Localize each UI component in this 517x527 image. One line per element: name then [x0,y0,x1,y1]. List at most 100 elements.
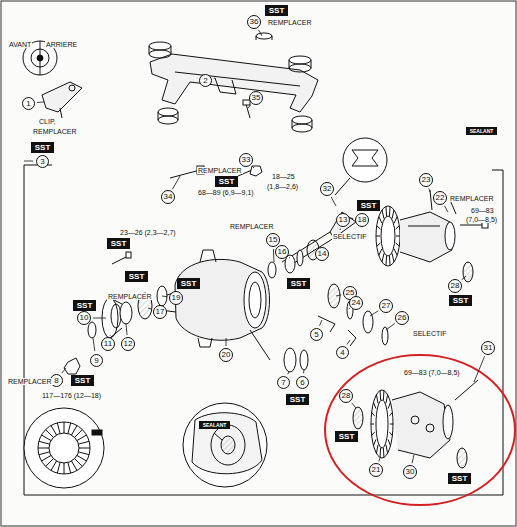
leader-lines-stroke [172,176,180,189]
spline-inset-stroke-stroke [72,425,78,435]
ring-gear-upper-stroke-stroke [396,243,400,246]
drive-pinion-stroke [297,250,303,266]
leader-lines-stroke [289,257,291,259]
housing-inset-stroke [221,436,235,454]
tool-tag: SST [215,176,238,187]
differential-case-stroke-stroke [388,402,391,408]
mount-bushing-stroke [256,33,272,39]
callout-number: 32 [320,182,334,196]
spline-inset-stroke-stroke [46,459,54,467]
mounting-bracket-stroke [60,108,62,118]
tool-tag: SST [265,5,288,16]
bolt-stroke [170,170,200,178]
differential-case-stroke-stroke [371,432,374,435]
callout-number: 9 [90,354,103,367]
part-label: 21 [372,466,381,474]
spline-inset-stroke-stroke [41,456,51,462]
leader-lines-stroke [93,338,95,351]
part-label: 4 [340,349,344,357]
leader-lines-stroke [350,218,353,220]
part-label: SST [361,202,377,210]
differential-housing-stroke [244,272,266,328]
part-label: SST [77,302,93,310]
annotation: REMPLACER [32,128,78,135]
leader-lines-stroke [352,403,356,408]
annotation: REMPLACER [197,167,243,174]
part-label: 33 [242,156,251,164]
part-label: 22 [436,194,445,202]
part-label: 2 [203,77,207,85]
callout-number: 18 [355,213,369,227]
tool-tag: SST [287,278,310,289]
part-label: SST [269,7,285,15]
sealant-tag: SEALANT [199,421,230,429]
ring-gear-upper-stroke-stroke [382,253,384,262]
callout-number: 16 [275,245,289,259]
companion-flange-stroke [64,358,80,374]
tool-tag: SST [125,271,148,282]
spline-inset-stroke [49,433,79,463]
part-label: 9 [94,357,98,365]
side-bearing-stroke [284,348,296,372]
spline-inset-stroke-stroke [72,461,78,471]
part-label: SST [35,144,51,152]
mount-bushing-stroke [292,124,312,132]
part-label: SST [339,433,355,441]
part-label: 7 [281,379,285,387]
spline-inset-stroke-stroke [38,448,49,449]
ring-gear-upper-stroke-stroke [392,253,394,262]
part-label: 13 [339,216,348,224]
companion-flange [64,252,167,374]
callout-number: 11 [101,337,115,351]
callout-number: 19 [169,291,183,305]
part-label: 34 [164,193,173,201]
annotation: 69—83 [470,207,495,214]
annotation: 117—176 (12—18) [41,392,102,399]
leader-lines-stroke [252,166,254,168]
differential-case-stroke [371,391,393,458]
drive-pinion-stroke [268,262,276,278]
part-label: 32 [323,185,332,193]
callout-number: 22 [433,191,447,205]
leader-lines-stroke [214,78,215,79]
annotation: REMPLACER [7,378,53,385]
leader-lines-stroke [288,372,289,374]
callout-number: 36 [247,15,261,29]
drive-pinion-stroke [285,255,295,273]
ring-gear-upper-stroke-stroke [389,256,391,266]
differential-case-stroke-stroke [386,445,388,454]
part-label: SST [75,377,91,385]
spline-inset-stroke-stroke [46,430,54,438]
part-label: 1 [26,100,30,108]
differential-case-stroke [376,400,388,448]
spline-inset-stroke-stroke [77,435,87,441]
spline-inset-stroke-stroke [64,422,65,433]
ring-gear-upper-stroke-stroke [379,249,382,255]
leader-lines-stroke [347,340,350,345]
pinion-inset-stroke [335,178,350,195]
spline-inset-stroke [92,430,102,435]
spline-inset-stroke-stroke [75,430,83,438]
differential-case-stroke-stroke [380,448,382,458]
ring-gear-upper-stroke [430,190,432,210]
differential-housing-stroke [198,338,212,347]
callout-number: 6 [296,376,309,389]
callout-number: 35 [249,91,263,105]
mount-bushing-stroke [289,56,311,64]
part-label: 23 [422,176,431,184]
differential-case [353,380,478,468]
mount-bushing-stroke [292,116,312,124]
annotation: REMPLACER [229,223,275,230]
mount-bushing-stroke [158,116,178,124]
ring-gear-upper-stroke-stroke [396,226,400,229]
leader-lines-stroke [386,323,395,330]
part-label: 10 [80,314,89,322]
housing-inset-stroke [214,433,222,440]
leader-lines-stroke [93,318,106,319]
ring-gear-upper-stroke-stroke [396,236,400,237]
drive-pinion-stroke [282,232,330,262]
part-label: SEALANT [203,423,227,428]
callout-number: 21 [369,463,383,477]
ring-gear-upper-stroke-stroke [385,256,387,266]
callout-number: 28 [448,279,462,293]
